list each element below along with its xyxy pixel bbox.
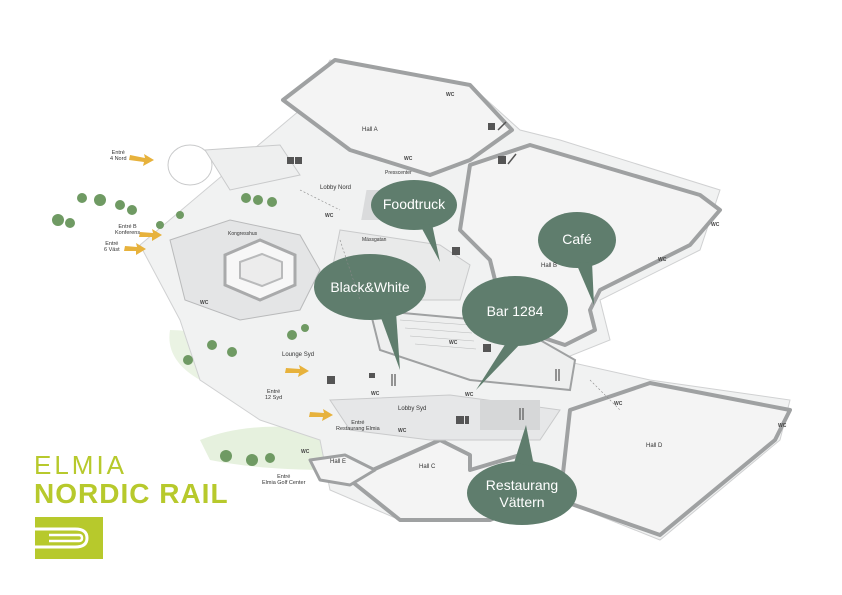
restaurant-icon	[519, 408, 524, 420]
lounge-syd-label: Lounge Syd	[282, 352, 315, 358]
wc-icon: WC	[711, 222, 720, 228]
kongresshus-building	[169, 219, 321, 321]
wc-icon: WC	[465, 392, 474, 398]
elevator-icon	[452, 247, 460, 255]
seating-pattern	[399, 319, 477, 350]
hall-a	[281, 58, 514, 177]
restaurang-zone	[480, 400, 540, 430]
wc-icon: WC	[404, 156, 413, 162]
wc-icon: WC	[398, 428, 407, 434]
hall-e	[308, 453, 377, 487]
entrance-arrows	[124, 154, 333, 421]
entrance-syd-label: Entré 12 Syd	[265, 389, 283, 401]
arrow-entr-vast	[124, 243, 146, 255]
rotunda	[167, 144, 301, 191]
hall-c-label: Hall C	[419, 464, 436, 470]
brand-logo-mark	[35, 517, 103, 559]
info-icon	[456, 416, 469, 424]
wc-icon: WC	[301, 449, 310, 455]
hall-e-label: Hall E	[330, 459, 347, 465]
brand-nordic-rail: NORDIC RAIL	[34, 478, 229, 509]
elevator-icon	[483, 344, 491, 352]
info-icon	[287, 157, 302, 164]
cafe-icon	[369, 373, 375, 378]
wc-icon: WC	[200, 300, 209, 306]
lobby-nord-label: Lobby Nord	[320, 185, 352, 191]
wc-icon: WC	[371, 391, 380, 397]
entrance-nord-label: Entré 4 Nord	[110, 150, 127, 162]
callout-bar1284	[462, 276, 568, 390]
entrance-golf-label: Entré Elmia Golf Center	[262, 474, 306, 486]
entrance-restaurang-label: Entré Restaurang Elmia	[336, 420, 380, 432]
trees	[52, 193, 309, 466]
arrow-entr-nord	[129, 154, 154, 166]
hall-d-label: Hall D	[646, 443, 663, 449]
brand-elmia: ELMIA	[34, 450, 128, 480]
escalator-icon	[488, 121, 507, 131]
callout-restaurang-label: Restaurang Vättern	[485, 477, 559, 510]
callout-cafe-label: Café	[562, 231, 592, 247]
entrance-vast-label: Entré 6 Väst	[104, 241, 120, 253]
callout-blackwhite-label: Black&White	[330, 279, 410, 295]
lobby-syd-label: Lobby Syd	[398, 406, 427, 412]
kongresshus-label: Kongresshus	[228, 231, 258, 237]
restaurant-icon	[555, 369, 560, 381]
wc-icon: WC	[449, 340, 458, 346]
callout-blackwhite	[314, 254, 426, 370]
escalator-icon	[498, 153, 517, 165]
callout-foodtruck-label: Foodtruck	[382, 196, 446, 212]
arrow-entr-restaurang	[309, 409, 333, 421]
wc-icon: WC	[446, 92, 455, 98]
wc-icon: WC	[658, 257, 667, 263]
callout-bar1284-label: Bar 1284	[486, 303, 544, 319]
arrow-entr-syd	[285, 365, 309, 377]
hall-b-label: Hall B	[541, 263, 558, 269]
presscenter-label: Presscenter	[385, 170, 412, 176]
hall-a-label: Hall A	[362, 127, 378, 133]
wc-icon: WC	[614, 401, 623, 407]
entrance-konferens-label: Entré B Konferens	[115, 224, 141, 236]
callout-foodtruck	[371, 180, 457, 262]
restaurant-icon	[391, 374, 396, 386]
callout-restaurang	[467, 425, 577, 525]
wc-icon: WC	[325, 213, 334, 219]
callout-cafe	[538, 212, 616, 305]
wc-icon: WC	[778, 423, 787, 429]
elevator-icon	[327, 376, 335, 384]
arrow-entr-konferens	[139, 229, 162, 241]
massgatan-label: Mässgatan	[362, 237, 387, 243]
walkway-lines	[299, 189, 621, 411]
